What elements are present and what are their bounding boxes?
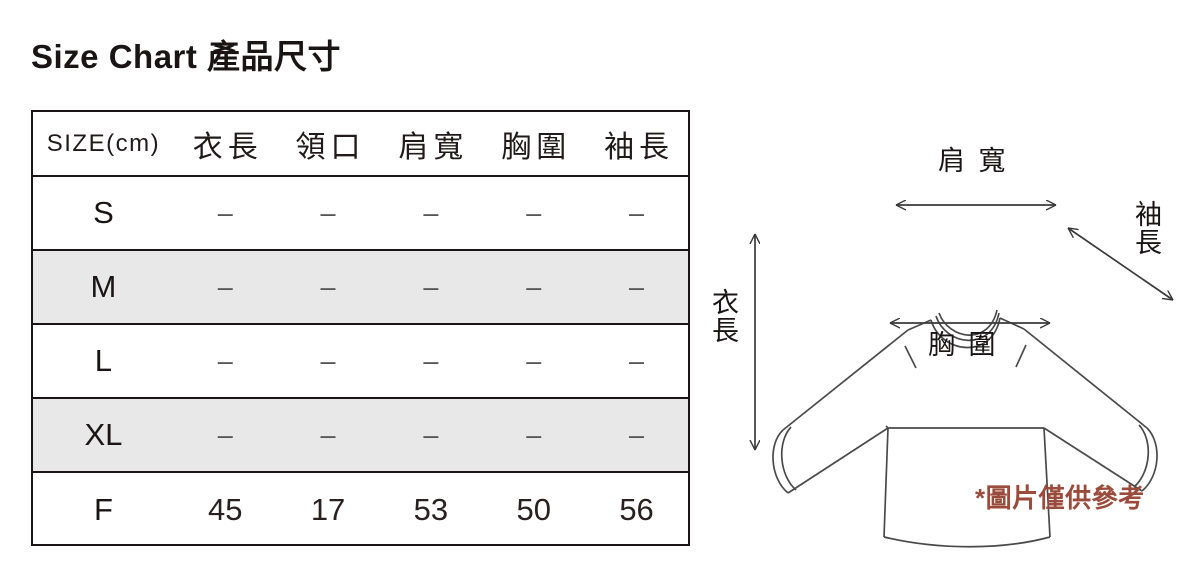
column-header-chest: 胸圍 (482, 112, 586, 177)
cell-sleeve: – (585, 176, 688, 251)
cell-shoulder: – (379, 398, 483, 473)
cell-shoulder: – (379, 250, 483, 325)
diagram-footnote: *圖片僅供參考 (975, 483, 1145, 513)
size-chart-table-container: SIZE(cm) 衣長 領口 肩寬 胸圍 袖長 S – – – – – M – … (31, 110, 690, 546)
size-chart-table: SIZE(cm) 衣長 領口 肩寬 胸圍 袖長 S – – – – – M – … (33, 112, 688, 546)
table-row: L – – – – – (33, 324, 688, 399)
cell-shoulder: – (379, 324, 483, 399)
cell-chest: – (482, 324, 586, 399)
measurement-label-sleeve-length: 袖 長 (1135, 200, 1162, 258)
cell-chest: – (482, 176, 586, 251)
cell-length: – (173, 324, 277, 399)
column-header-length: 衣長 (173, 112, 277, 177)
row-size-label: S (33, 176, 174, 251)
sweatshirt-outline (772, 309, 1158, 548)
measurement-label-chest-width: 胸 圍 (928, 330, 999, 360)
cell-sleeve: 56 (619, 491, 654, 527)
cell-sleeve: – (585, 398, 688, 473)
measurement-label-shoulder-width: 肩 寬 (938, 146, 1009, 176)
cell-length: – (173, 398, 277, 473)
cell-neck: – (276, 176, 380, 251)
cell-neck: 17 (310, 491, 346, 527)
table-row: XL – – – – – (33, 398, 688, 473)
cell-sleeve: – (585, 324, 688, 399)
cell-length: – (173, 176, 277, 251)
row-size-label: M (33, 250, 174, 325)
table-row: S – – – – – (33, 176, 688, 251)
row-size-label: XL (33, 398, 174, 473)
cell-shoulder: 53 (413, 491, 449, 527)
row-size-label: L (33, 324, 174, 399)
cell-neck: – (276, 398, 380, 473)
cell-length: – (173, 250, 277, 325)
row-size-label: F (93, 491, 113, 527)
cell-neck: – (276, 324, 380, 399)
cell-length: 45 (207, 491, 243, 527)
page-title: Size Chart 產品尺寸 (31, 38, 342, 75)
column-header-size: SIZE(cm) (33, 112, 174, 177)
cell-sleeve: – (585, 250, 688, 325)
cell-neck: – (276, 250, 380, 325)
column-header-sleeve: 袖長 (585, 112, 688, 177)
column-header-neck: 領口 (276, 112, 380, 177)
cell-shoulder: – (379, 176, 483, 251)
table-row: M – – – – – (33, 250, 688, 325)
measurement-label-body-length: 衣 長 (712, 288, 739, 346)
table-row: F 45 17 53 50 56 (33, 472, 688, 546)
garment-illustration-svg (700, 110, 1200, 548)
cell-chest: – (482, 398, 586, 473)
table-header-row: SIZE(cm) 衣長 領口 肩寬 胸圍 袖長 (33, 112, 688, 177)
cell-chest: 50 (516, 491, 551, 527)
garment-measurement-diagram: 肩 寬 袖 長 衣 長 胸 圍 *圖片僅供參考 (700, 110, 1200, 578)
cell-chest: – (482, 250, 586, 325)
column-header-shoulder: 肩寬 (379, 112, 483, 177)
sleeve-length-arrow (1068, 227, 1173, 301)
